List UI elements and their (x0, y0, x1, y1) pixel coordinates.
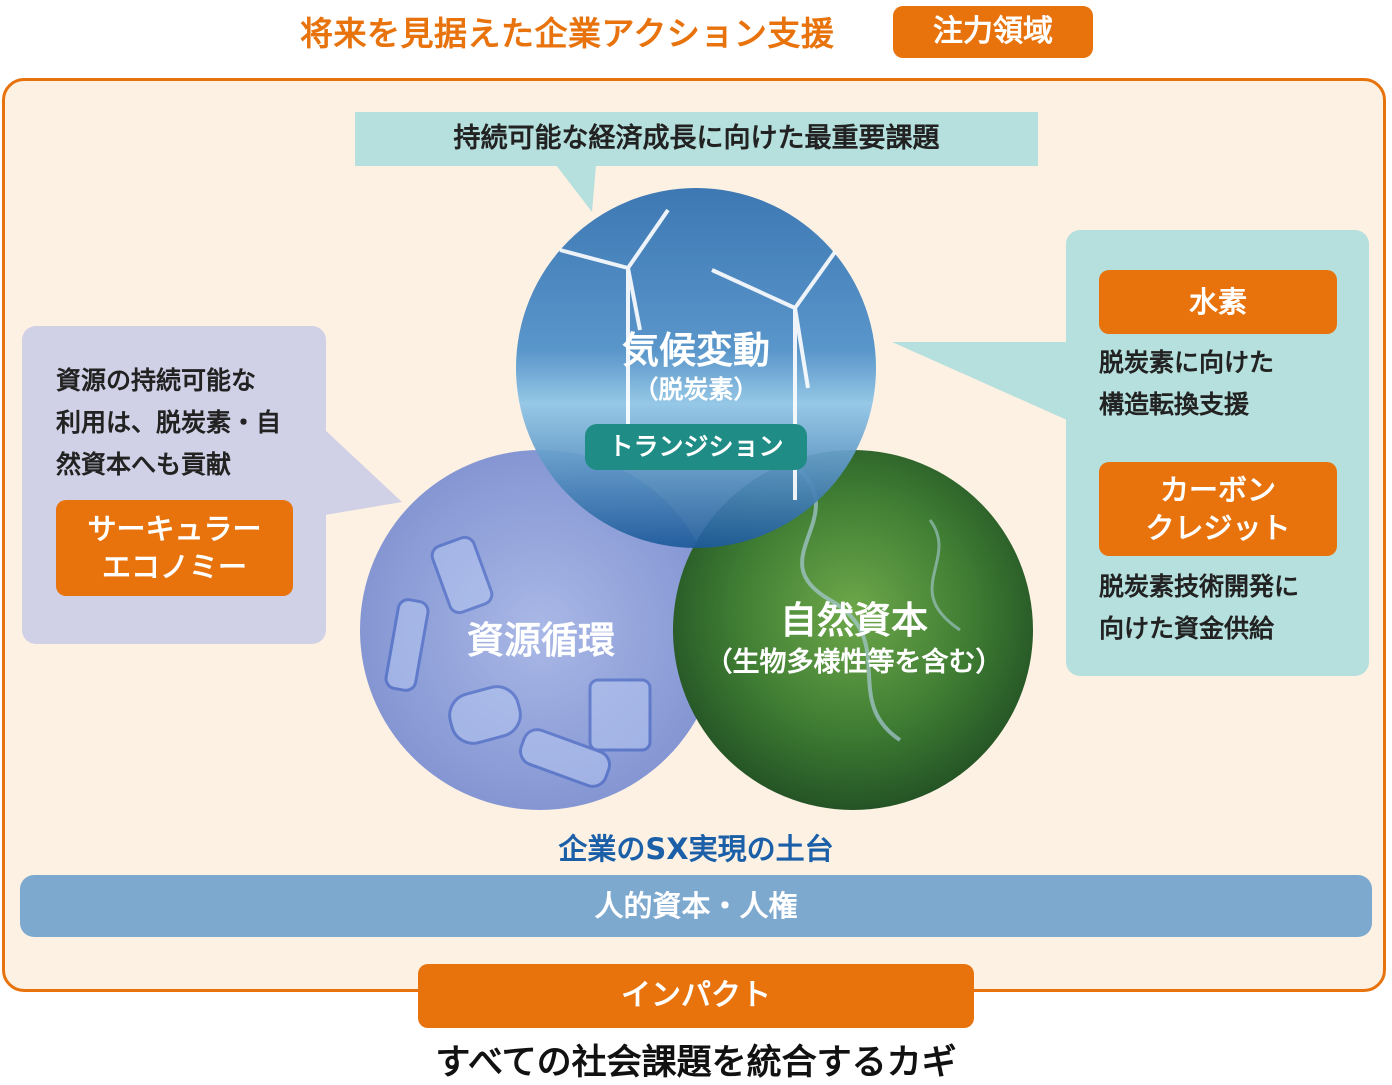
left-bubble-tail (325, 430, 402, 515)
description-line: 向けた資金供給 (1099, 614, 1275, 643)
description-line: 資源の持続可能な (56, 366, 257, 395)
nature-subtitle: （生物多様性等を含む） (705, 647, 1003, 678)
climate-title: 気候変動 (622, 329, 770, 372)
description-line: 利用は、脱炭素・自 (56, 408, 282, 437)
description-line: 構造転換支援 (1099, 390, 1250, 419)
top-bubble-tail (556, 165, 596, 212)
page-title: 将来を見据えた企業アクション支援 (300, 14, 835, 53)
nature-circle (673, 450, 1033, 810)
nature-title: 自然資本 (780, 599, 928, 642)
circular-economy-label: サーキュラー エコノミー (56, 500, 293, 596)
description-line: 脱炭素に向けた (1099, 348, 1275, 377)
sx-foundation-label: 企業のSX実現の土台 (558, 832, 834, 866)
focus-area-badge: 注力領域 (893, 6, 1093, 58)
hydrogen-label: 水素 (1099, 270, 1337, 334)
climate-subtitle: （脱炭素） (633, 375, 759, 404)
label-line: サーキュラー (87, 512, 262, 546)
resource-circle (360, 450, 720, 810)
label-line: カーボン (1159, 473, 1276, 507)
impact-badge: インパクト (418, 964, 974, 1028)
top-issue-bubble: 持続可能な経済成長に向けた最重要課題 (355, 112, 1038, 166)
transition-badge: トランジション (585, 424, 807, 470)
resource-title: 資源循環 (467, 619, 615, 662)
human-capital-bar: 人的資本・人権 (20, 875, 1372, 937)
hydrogen-description: 脱炭素に向けた 構造転換支援 (1099, 342, 1359, 426)
right-bubble-tail (892, 342, 1067, 420)
carbon-credit-label: カーボン クレジット (1099, 462, 1337, 556)
bottom-caption: すべての社会課題を統合するカギ (435, 1043, 957, 1083)
label-line: エコノミー (101, 550, 247, 584)
label-line: クレジット (1145, 511, 1291, 545)
circular-economy-description: 資源の持続可能な 利用は、脱炭素・自 然資本へも貢献 (56, 360, 316, 486)
description-line: 然資本へも貢献 (56, 450, 232, 479)
carbon-credit-description: 脱炭素技術開発に 向けた資金供給 (1099, 566, 1361, 650)
description-line: 脱炭素技術開発に (1099, 572, 1300, 601)
